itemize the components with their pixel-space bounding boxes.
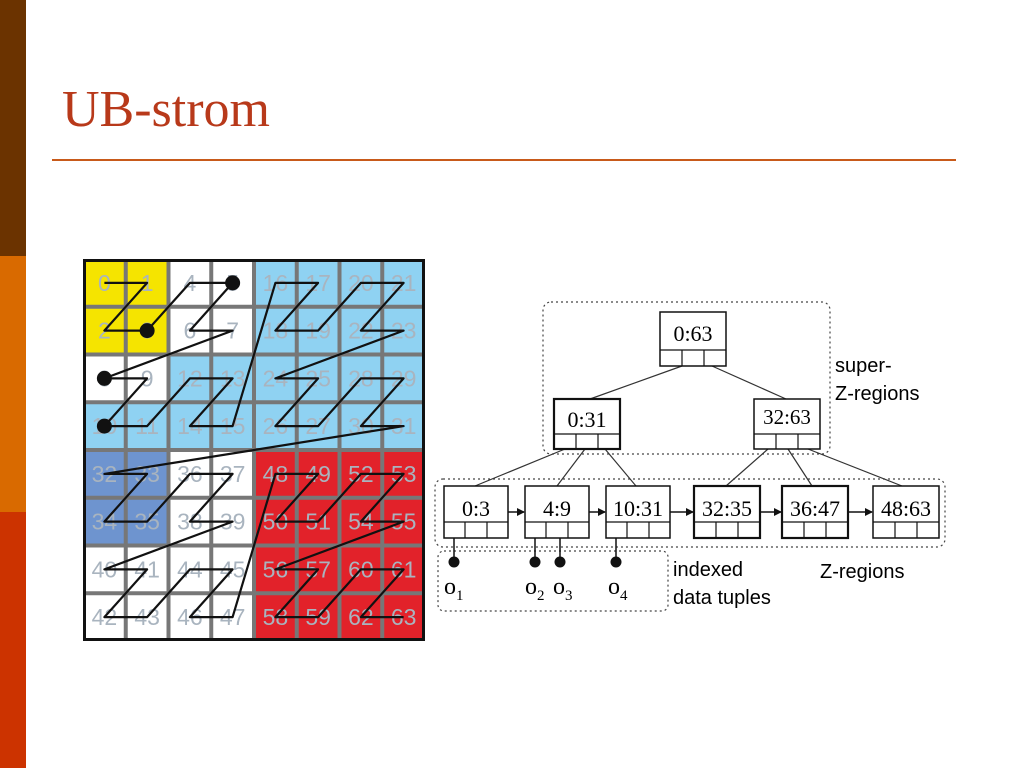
tree-node-level1-left: 0:31 xyxy=(552,397,622,451)
super-z-regions-outline xyxy=(542,301,831,455)
tuple-label-o2: o2 xyxy=(525,574,545,604)
super-z-regions-label-line2: Z-regions xyxy=(835,383,919,405)
leaf-label: 10:31 xyxy=(613,496,663,521)
tree-node-level1-right: 32:63 xyxy=(753,398,821,450)
indexed-tuples-outline xyxy=(437,550,669,612)
leaf-node-6: 48:63 xyxy=(872,485,940,539)
tuple-dot-icon xyxy=(529,556,541,568)
tuple-pointers xyxy=(448,538,622,568)
tuple-label-o1: o1 xyxy=(444,574,464,604)
node-label: 0:63 xyxy=(673,321,712,346)
side-bar-top xyxy=(0,0,26,256)
tree-edge xyxy=(556,448,586,487)
node-label: 32:63 xyxy=(763,405,811,429)
leaf-node-3: 10:31 xyxy=(605,485,671,539)
data-point-dot xyxy=(96,418,112,434)
side-bar-middle xyxy=(0,256,26,512)
node-label: 0:31 xyxy=(567,407,606,432)
z-regions-outline xyxy=(434,478,946,548)
tree-edge xyxy=(589,365,683,400)
tuple-dot-icon xyxy=(448,556,460,568)
z-curve xyxy=(103,281,405,619)
tree-edge xyxy=(604,448,637,487)
indexed-tuples-label-line2: data tuples xyxy=(673,587,771,609)
tree-edge xyxy=(711,365,787,400)
leaf-node-2: 4:9 xyxy=(524,485,590,539)
data-point-dot xyxy=(139,323,155,339)
leaf-label: 4:9 xyxy=(543,496,571,521)
title-underline xyxy=(52,159,956,161)
z-order-grid: 0145161720212367181922238912132425282910… xyxy=(83,259,425,641)
data-point-dot xyxy=(225,275,241,291)
side-bar-bottom xyxy=(0,512,26,768)
tuple-dot-icon xyxy=(554,556,566,568)
indexed-tuples-label-line1: indexed xyxy=(673,559,743,581)
tuple-dot-icon xyxy=(610,556,622,568)
tuple-label-o4: o4 xyxy=(608,574,628,604)
leaf-label: 0:3 xyxy=(462,496,490,521)
leaf-node-1: 0:3 xyxy=(443,485,509,539)
ub-tree-diagram: 0:63 0:31 32:63 0:3 4:9 10:31 xyxy=(434,301,946,612)
leaf-node-4: 32:35 xyxy=(692,484,762,540)
leaf-node-5: 36:47 xyxy=(780,484,850,540)
tuple-label-o3: o3 xyxy=(553,574,573,604)
data-point-dot xyxy=(96,370,112,386)
z-regions-label: Z-regions xyxy=(820,561,904,583)
tree-node-root: 0:63 xyxy=(659,311,727,367)
leaf-label: 48:63 xyxy=(881,496,931,521)
super-z-regions-label-line1: super- xyxy=(835,355,892,377)
leaf-label: 32:35 xyxy=(702,496,752,521)
grid-cell-number: 0 xyxy=(98,270,111,296)
grid-data-points xyxy=(96,275,241,434)
leaf-label: 36:47 xyxy=(790,496,840,521)
tree-edge xyxy=(725,448,769,487)
tree-edges xyxy=(474,365,903,487)
slide-title: UB-strom xyxy=(62,81,270,138)
tree-edge xyxy=(807,448,903,487)
grid-frame xyxy=(83,259,425,641)
tree-edge xyxy=(474,448,566,487)
tree-edge xyxy=(787,448,813,487)
